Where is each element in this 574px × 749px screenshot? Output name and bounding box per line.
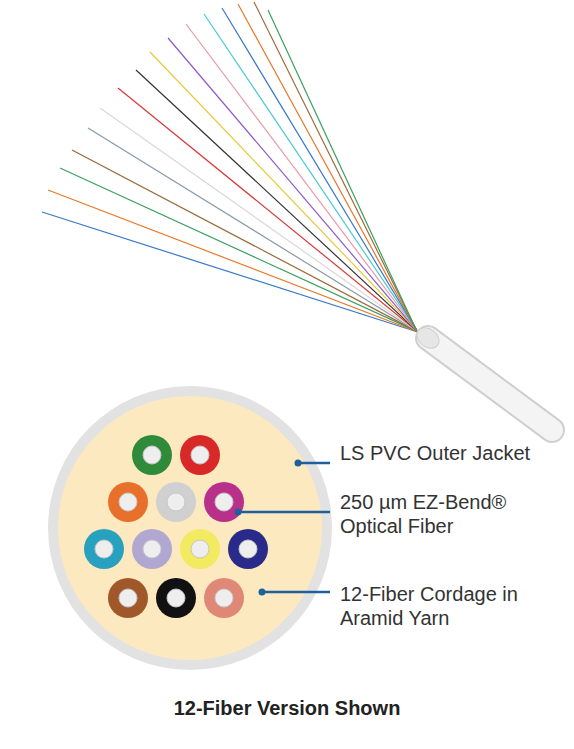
- fiber-coating: [84, 529, 124, 569]
- fiber-coating: [180, 529, 220, 569]
- fiber-core: [119, 493, 137, 511]
- fiber-core: [239, 540, 257, 558]
- fiber-strand: [254, 2, 420, 337]
- cable-end: [413, 324, 443, 353]
- leader-line: [298, 462, 330, 465]
- fiber-core: [95, 540, 113, 558]
- callout-label: 250 µm EZ-Bend® Optical Fiber: [340, 490, 550, 538]
- callout-label: LS PVC Outer Jacket: [340, 441, 550, 465]
- fiber-core: [167, 493, 185, 511]
- fiber-strand: [136, 70, 422, 335]
- fiber-core: [143, 446, 161, 464]
- leader-dot: [295, 460, 302, 467]
- fiber-strand: [118, 88, 422, 335]
- cable-jacket-outline: [428, 338, 552, 430]
- fiber-strand: [268, 10, 420, 337]
- leader-line: [238, 511, 330, 514]
- fiber-coating: [108, 578, 148, 618]
- fiber-strand: [100, 108, 423, 335]
- fiber-coating: [108, 482, 148, 522]
- leader-line: [262, 591, 330, 594]
- fiber-coating: [228, 529, 268, 569]
- fiber-coating: [132, 529, 172, 569]
- fiber-core: [167, 589, 185, 607]
- fiber-coating: [204, 578, 244, 618]
- fiber-coating: [132, 435, 172, 475]
- figure-caption: 12-Fiber Version Shown: [0, 697, 574, 720]
- fiber-strand: [72, 150, 423, 335]
- fiber-strand: [238, 4, 420, 337]
- fiber-bundle: [84, 435, 268, 618]
- fiber-coating: [156, 482, 196, 522]
- fiber-strand: [168, 38, 421, 336]
- fiber-core: [215, 589, 233, 607]
- callout-label: 12-Fiber Cordage in Aramid Yarn: [340, 582, 550, 630]
- fiber-fan: [42, 2, 424, 337]
- fiber-core: [191, 540, 209, 558]
- fiber-core: [119, 589, 137, 607]
- outer-jacket: [48, 386, 332, 670]
- cable-jacket: [428, 338, 552, 430]
- fiber-core: [191, 446, 209, 464]
- fiber-strand: [150, 52, 422, 336]
- fiber-strand: [186, 24, 421, 336]
- fiber-core: [215, 493, 233, 511]
- fiber-core: [143, 540, 161, 558]
- fiber-strand: [222, 8, 420, 336]
- fiber-strand: [88, 128, 423, 335]
- fiber-strand: [204, 14, 421, 336]
- leader-dot: [259, 589, 266, 596]
- leader-dot: [235, 509, 242, 516]
- aramid-yarn: [58, 396, 322, 660]
- fiber-coating: [156, 578, 196, 618]
- fiber-strand: [48, 190, 424, 334]
- fiber-coating: [180, 435, 220, 475]
- fiber-coating: [204, 482, 244, 522]
